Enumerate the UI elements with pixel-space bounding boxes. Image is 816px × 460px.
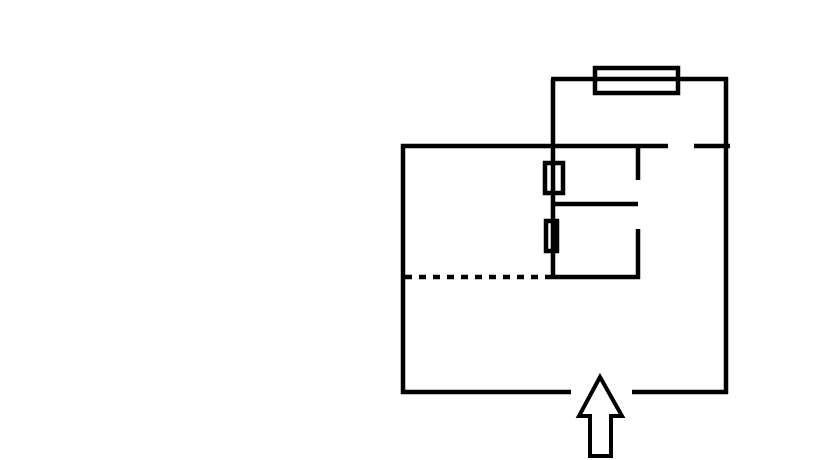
window-top bbox=[592, 65, 681, 96]
entrance-arrow-icon bbox=[575, 372, 626, 458]
door-upper bbox=[542, 160, 566, 196]
door-lower bbox=[543, 218, 560, 254]
